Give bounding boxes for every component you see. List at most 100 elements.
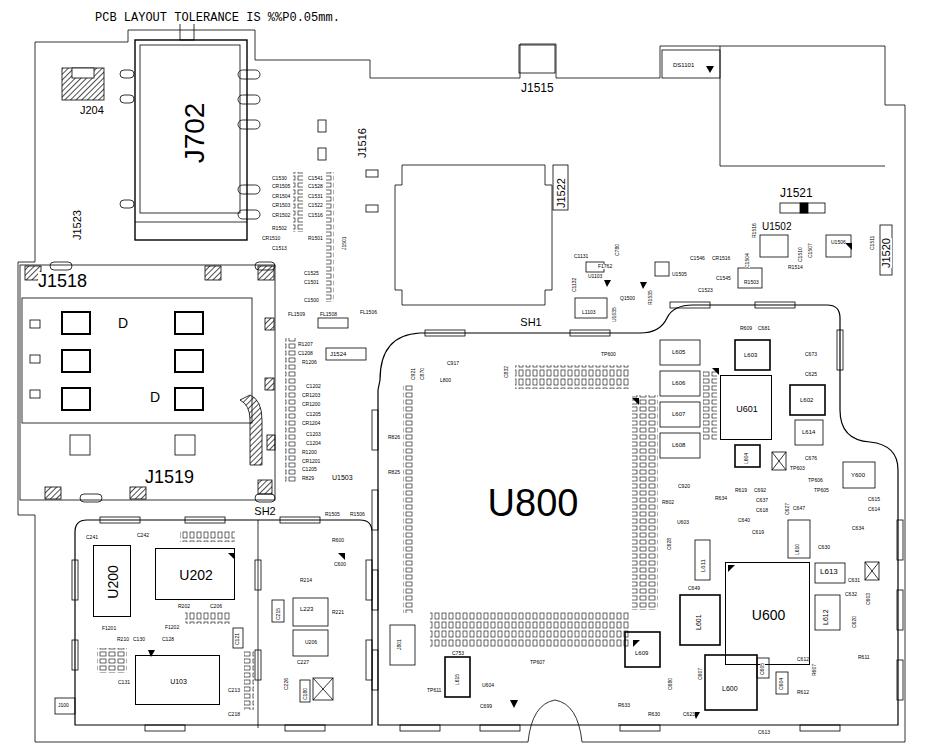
hatched-pad [205,266,221,280]
part-label: TP607 [530,660,545,665]
chip-outline: U600 [725,562,810,665]
pcb-graphic [372,570,378,610]
part-label: L223 [300,606,313,612]
part-label: C226 [284,678,289,690]
pcb-graphic [62,312,90,334]
test-cross [772,452,786,470]
pcb-graphic [366,560,372,600]
part-label: TP603 [790,466,805,471]
part-label: J1523 [72,210,83,240]
pcb-graphic [845,243,852,250]
hatched-pad [130,487,146,499]
small-pad [30,355,40,363]
pcb-graphic [728,565,735,572]
pcb-graphic [285,725,325,731]
part-label: C618 [756,508,768,513]
part-label: C1132 [572,278,577,292]
part-label: C921 [411,368,416,380]
shield-can: SH2U200U202U103 [75,505,372,728]
mount-slot [120,200,134,208]
part-label: L613 [820,568,838,576]
part-label: C1500 [304,298,319,303]
part-label: J1519 [145,468,194,486]
part-label: DS1101 [673,62,694,68]
part-label: C1205 [302,467,317,472]
part-label: C1507 [808,243,813,258]
part-label: L608 [672,442,685,448]
pad-array [293,172,303,232]
pcb-graphic [372,490,378,530]
part-label: C1523 [698,288,713,293]
part-label: C227 [297,660,309,665]
part-label: CR1516 [712,256,730,261]
part-label: C1208 [298,351,313,356]
hatched-pad [267,435,275,450]
inductor-box [660,371,700,396]
pcb-graphic [62,388,90,410]
part-label: J1521 [780,187,813,199]
pcb-graphic [632,398,639,405]
inductor-box [788,520,810,558]
connector-j1520 [880,225,892,275]
inductor-box [625,632,660,667]
part-label: C613 [758,730,770,735]
pad-array [703,370,717,440]
chip-outline: U601 [720,375,772,440]
mount-slot [238,185,260,194]
pcb-graphic [510,700,518,708]
hatched-pad [265,318,274,330]
part-label: C1546 [690,256,705,261]
connector-j204 [62,68,104,100]
part-label: L606 [672,380,685,386]
part-label: U604 [482,683,494,688]
part-label: C130 [133,637,145,642]
part-label: C1202 [306,384,321,389]
part-label: C631 [848,578,860,583]
part-label: C128 [162,637,174,642]
part-name: U600 [752,608,785,622]
part-label: L609 [635,650,648,656]
part-label: L601 [695,614,702,630]
part-label: C241 [86,535,98,540]
part-label: C1205 [306,412,321,417]
part-label: C615 [868,497,880,502]
part-label: L604 [744,453,749,464]
part-name: SH2 [254,506,275,517]
chip-outline: U103 [135,655,220,705]
pcb-graphic [228,553,235,560]
part-label: R1535 [648,290,653,305]
part-label: C1516 [308,213,323,218]
part-label: F1202 [165,625,179,630]
inductor-box [795,420,823,445]
part-label: CR1200 [302,402,320,407]
part-label: R825 [388,470,400,475]
part-label: CR1201 [302,459,320,464]
part-label: C180 [303,688,308,700]
shield-clips [72,302,903,731]
pad-array [632,395,658,610]
connector-j100 [55,698,75,714]
part-label: U206 [305,640,317,645]
small-part [738,268,762,288]
part-label: C620 [852,616,857,628]
part-label: C627 [785,503,790,515]
hatched-pad [45,487,61,499]
inductor-box [660,433,700,458]
pad-array [285,338,297,483]
pcb-graphic [480,725,520,731]
test-box [865,562,879,580]
part-label: C605 [760,663,765,675]
inductor-box [660,340,700,365]
test-box [313,678,333,700]
small-pad [30,390,40,398]
connector-j801 [390,625,415,665]
part-label: J1518 [38,272,87,290]
pad-array [180,530,235,542]
capacitor-box [233,628,243,648]
part-label: R829 [302,476,314,481]
part-label: C692 [754,488,766,493]
part-label: C603 [866,593,871,605]
mount-slot [238,210,260,219]
